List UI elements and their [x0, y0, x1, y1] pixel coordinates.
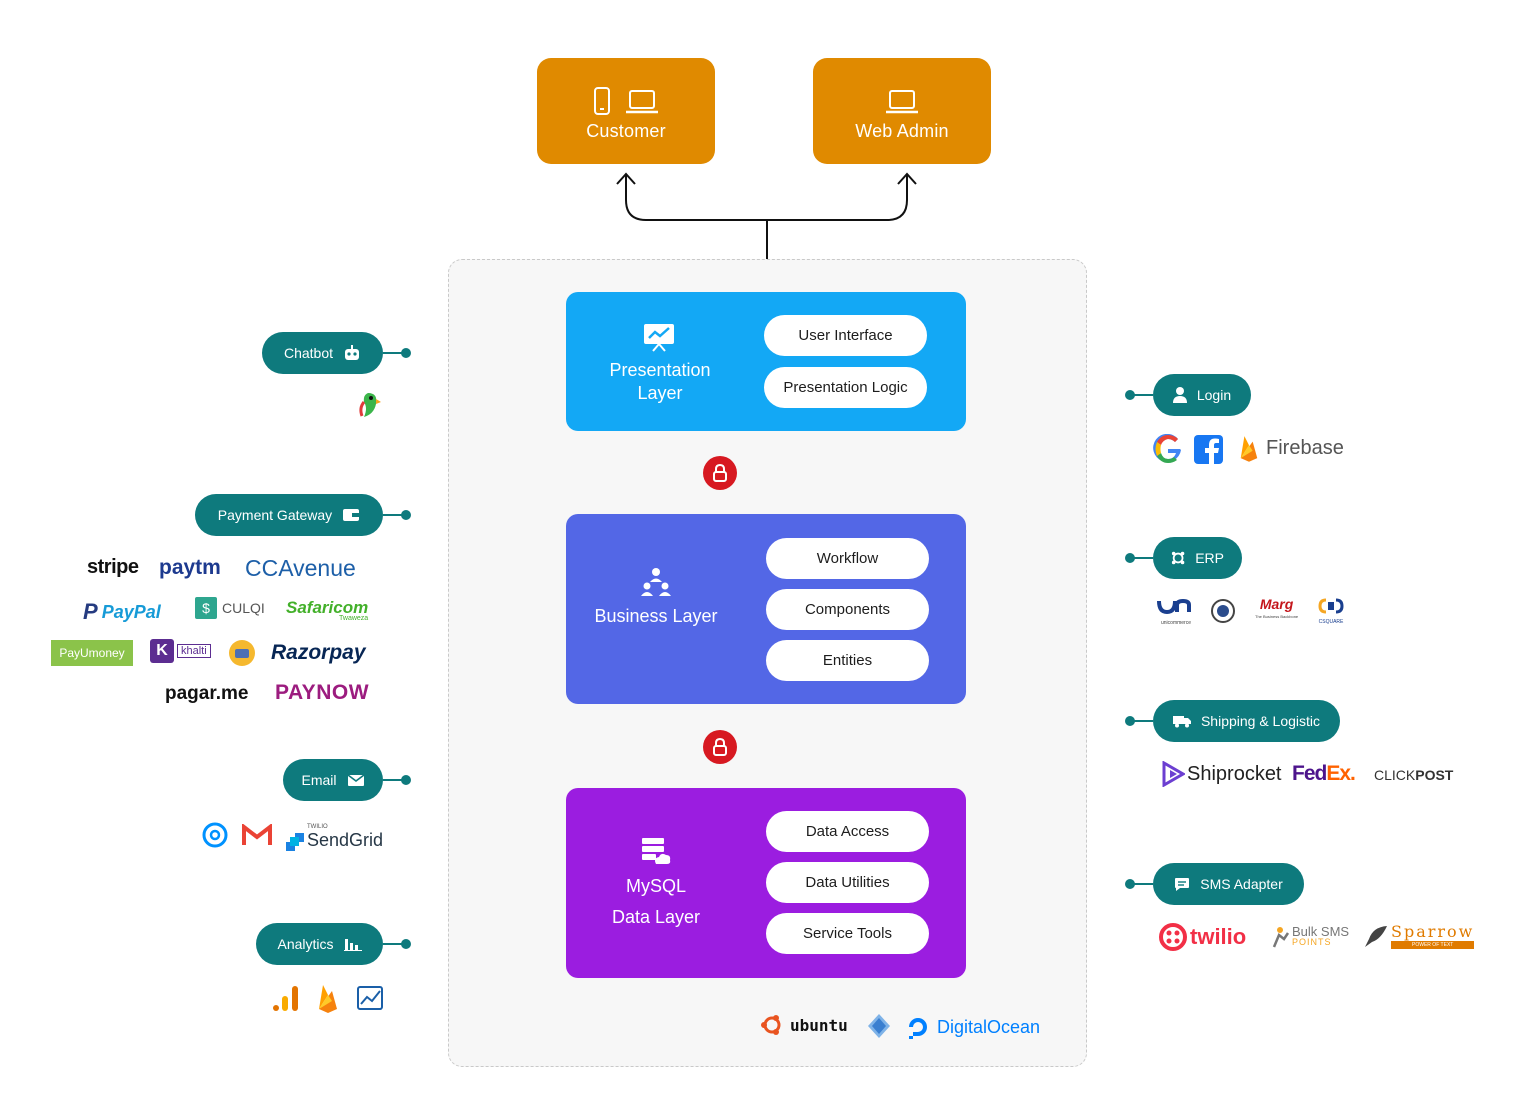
paytm-logo: paytm	[159, 556, 221, 579]
gmail-icon	[242, 824, 272, 845]
data-layer[interactable]: MySQL Data Layer Data Access Data Utilit…	[566, 788, 966, 978]
firebase-icon	[319, 985, 337, 1013]
presentation-layer[interactable]: Presentation Layer User Interface Presen…	[566, 292, 966, 431]
fedex-logo: FedEx.	[1292, 762, 1356, 785]
payumoney-logo: PayUmoney	[51, 640, 133, 666]
payment-coin-icon	[229, 640, 255, 666]
erp-seal-icon	[1211, 599, 1235, 623]
unicommerce-icon	[1157, 598, 1191, 615]
ubuntu-icon	[761, 1015, 781, 1035]
server-cloud-icon	[642, 838, 671, 864]
sparrow-icon	[1365, 925, 1387, 947]
data-layer-title-line2: Data Layer	[611, 907, 701, 927]
ubuntu-logo: ubuntu	[760, 1013, 848, 1037]
lock-icon	[703, 456, 737, 490]
khalti-logo: K khalti	[150, 639, 211, 663]
marg-logo: Marg The Business Backbone	[1255, 596, 1299, 619]
data-layer-title-line1: MySQL	[625, 876, 686, 896]
unicommerce-logo: unicommerce	[1157, 598, 1195, 626]
lock-icon	[703, 730, 737, 764]
chat-bubble-icon	[1175, 877, 1190, 891]
digitalocean-logo: DigitalOcean	[905, 1014, 1040, 1040]
shipping-logistic-service[interactable]: Shipping & Logistic	[1153, 700, 1340, 742]
erp-service[interactable]: ERP	[1153, 537, 1242, 579]
razorpay-logo: Razorpay	[271, 641, 366, 664]
presentation-board-icon	[644, 324, 674, 352]
presentation-layer-title: Presentation Layer	[609, 360, 711, 403]
pill-entities[interactable]: Entities	[766, 640, 929, 681]
robot-icon	[345, 345, 360, 360]
ccavenue-logo: CCAvenue	[245, 555, 356, 581]
droplet-icon	[868, 1014, 890, 1038]
twilio-icon	[1159, 923, 1187, 951]
twilio-logo: twilio	[1159, 923, 1246, 951]
firebase-icon	[1240, 436, 1258, 462]
pill-data-access[interactable]: Data Access	[766, 811, 929, 852]
shiprocket-logo: Shiprocket	[1161, 761, 1282, 787]
sparrow-logo: Sparrow POWER OF TEXT	[1363, 922, 1475, 949]
erp-network-icon	[1171, 551, 1185, 565]
facebook-icon	[1194, 435, 1223, 464]
customer-arrow	[616, 172, 636, 185]
safaricom-logo: Safaricom Twaweza	[286, 598, 369, 622]
pill-workflow[interactable]: Workflow	[766, 538, 929, 579]
team-icon	[641, 568, 671, 596]
pill-data-utilities[interactable]: Data Utilities	[766, 862, 929, 903]
login-service[interactable]: Login	[1153, 374, 1251, 416]
truck-icon	[1172, 716, 1191, 728]
analytics-service[interactable]: Analytics	[256, 923, 383, 965]
sendgrid-icon	[286, 833, 304, 851]
pagarme-logo: pagar.me	[165, 683, 249, 704]
customer-client[interactable]: Customer	[537, 58, 715, 164]
laptop-icon	[626, 89, 658, 113]
web-admin-client[interactable]: Web Admin	[813, 58, 991, 164]
stripe-logo: stripe	[87, 556, 139, 578]
laptop-icon	[886, 89, 918, 113]
business-layer[interactable]: Business Layer Workflow Components Entit…	[566, 514, 966, 704]
sendinblue-icon	[202, 822, 228, 848]
bulksms-icon	[1272, 927, 1290, 948]
customer-label: Customer	[586, 120, 666, 141]
clickpost-logo: CLICKPOST	[1374, 767, 1454, 783]
sms-adapter-service[interactable]: SMS Adapter	[1153, 863, 1304, 905]
google-analytics-icon	[273, 986, 298, 1011]
google-icon	[1153, 434, 1181, 463]
phone-icon	[594, 86, 610, 115]
pill-presentation-logic[interactable]: Presentation Logic	[764, 367, 927, 408]
paypal-logo: P PayPal	[83, 599, 161, 624]
business-layer-title: Business Layer	[594, 606, 718, 626]
email-service[interactable]: Email	[283, 759, 383, 801]
bulksms-logo: Bulk SMS POINTS	[1270, 925, 1349, 949]
client-fork-line	[625, 175, 908, 270]
pill-service-tools[interactable]: Service Tools	[766, 913, 929, 954]
chatbot-service[interactable]: Chatbot	[262, 332, 383, 374]
pill-user-interface[interactable]: User Interface	[764, 315, 927, 356]
payment-gateway-service[interactable]: Payment Gateway	[195, 494, 383, 536]
user-icon	[1172, 387, 1187, 403]
webadmin-arrow	[897, 172, 917, 185]
digitalocean-icon	[909, 1018, 927, 1039]
culqi-logo: $ CULQI	[195, 597, 265, 619]
bar-chart-icon	[343, 939, 362, 951]
pill-components[interactable]: Components	[766, 589, 929, 630]
paynow-logo: PAYNOW	[275, 681, 370, 704]
sendgrid-logo: TWILIO SendGrid	[286, 824, 383, 851]
wallet-icon	[343, 509, 360, 521]
trend-chart-icon	[357, 986, 383, 1010]
csquare-logo: CSQUARE	[1318, 598, 1344, 625]
csquare-icon	[1318, 598, 1344, 614]
envelope-icon	[347, 773, 364, 786]
firebase-logo: Firebase	[1238, 434, 1344, 462]
parrot-chatbot-icon	[359, 393, 381, 417]
shiprocket-icon	[1162, 761, 1185, 787]
web-admin-label: Web Admin	[855, 120, 949, 141]
